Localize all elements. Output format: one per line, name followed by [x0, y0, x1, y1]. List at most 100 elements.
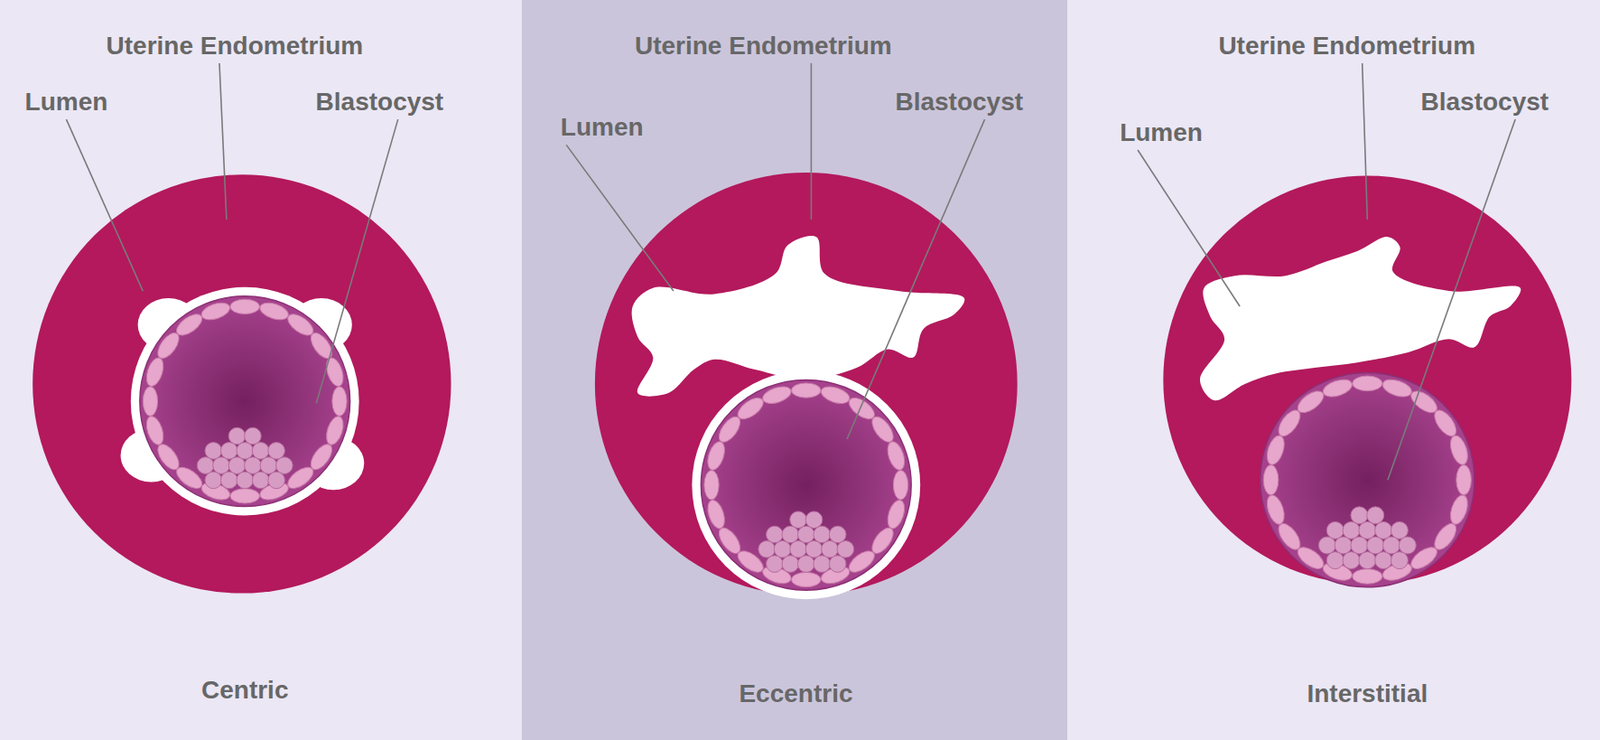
trophoblast-cell — [790, 382, 821, 398]
inner-cell-mass-cell — [251, 442, 270, 460]
trophoblast-cell — [1430, 406, 1461, 440]
trophoblast-cell — [1352, 375, 1383, 391]
leader-line — [846, 119, 986, 439]
endometrium-circle — [595, 172, 1018, 596]
trophoblast-cell — [818, 382, 852, 407]
trophoblast-cell — [790, 571, 821, 587]
inner-cell-mass-cell — [813, 525, 831, 543]
trophoblast-cell — [1293, 386, 1328, 417]
leader-line — [566, 144, 674, 291]
inner-cell-mass-cell — [766, 525, 784, 543]
trophoblast-cell — [323, 413, 347, 447]
leader-line — [65, 119, 143, 291]
trophoblast-cell — [884, 438, 909, 472]
trophoblast-cell — [1447, 493, 1471, 527]
inner-cell-mass-cell — [828, 555, 847, 573]
inner-cell-mass-cell — [244, 427, 262, 445]
endometrium-circle — [1162, 175, 1572, 584]
panel-background — [1069, 0, 1600, 740]
part-label: Uterine Endometrium — [1218, 31, 1476, 61]
trophoblast-cell — [153, 440, 183, 474]
inner-cell-mass-cell — [1390, 551, 1408, 569]
trophoblast-cell — [1264, 493, 1288, 527]
trophoblast-cell — [715, 523, 745, 557]
inner-cell-mass-cell — [196, 456, 214, 475]
leader-line — [316, 119, 398, 403]
inner-cell-mass-cell — [758, 539, 776, 558]
trophoblast-cell — [199, 299, 233, 324]
leader-line — [1137, 149, 1240, 307]
blastocoel — [139, 296, 351, 507]
inner-cell-mass-cell — [1390, 520, 1408, 539]
inner-cell-mass-cell — [1367, 536, 1385, 554]
inner-cell-mass-cell — [790, 539, 808, 558]
trophoblast-cell — [893, 470, 908, 501]
inner-cell-mass-cell — [781, 525, 800, 543]
trophoblast-cell — [704, 470, 719, 501]
inner-cell-mass-cell — [268, 442, 286, 460]
inner-cell-mass-cell — [828, 525, 847, 543]
inner-cell-mass-cell — [766, 555, 784, 573]
inner-cell-mass-cell — [236, 442, 254, 460]
inner-cell-mass-cell — [276, 456, 294, 475]
part-label: Uterine Endometrium — [106, 31, 364, 61]
trophoblast-cell — [884, 497, 909, 531]
inner-cell-mass-cell — [1358, 520, 1377, 539]
inner-cell-mass-cell — [1350, 506, 1368, 524]
trophoblast-cell — [1320, 376, 1355, 400]
blastocoel — [1260, 372, 1475, 587]
blastocyst — [1260, 372, 1475, 587]
trophoblast-cell — [1456, 465, 1472, 495]
leader-group — [65, 63, 1516, 480]
panel-title: Interstitial — [1306, 679, 1428, 708]
blastocyst — [691, 370, 921, 599]
inner-cell-mass-cell — [781, 555, 800, 573]
inner-cell-mass-cell — [797, 555, 815, 573]
blastocoel — [700, 379, 912, 590]
inner-cell-mass-cell — [1334, 536, 1352, 554]
zona-ring — [130, 287, 360, 516]
part-label: Lumen — [560, 112, 644, 142]
inner-cell-mass-cell — [251, 471, 270, 489]
part-label: Uterine Endometrium — [634, 31, 893, 61]
inner-cell-mass-cell — [220, 442, 238, 460]
inner-cell-mass-cell — [805, 539, 823, 558]
inner-cell-mass-cell — [1375, 520, 1393, 539]
inner-cell-mass-cell — [228, 456, 246, 475]
inner-cell-mass-cell — [821, 539, 839, 558]
leader-line — [1387, 119, 1516, 480]
inner-cell-mass-cell — [1326, 520, 1344, 539]
inner-cell-mass-cell — [1342, 520, 1360, 539]
trophoblast-cell — [704, 438, 728, 472]
trophoblast-cell — [760, 382, 793, 407]
trophoblast-cell — [1447, 433, 1471, 467]
panel-background — [521, 0, 1068, 740]
inner-cell-mass-cell — [204, 442, 223, 460]
trophoblast-cell — [143, 413, 168, 447]
trophoblast-cell — [173, 309, 206, 339]
inner-cell-mass-cell — [1326, 551, 1344, 569]
trophoblast-cell — [323, 355, 347, 389]
trophoblast-cell — [258, 299, 291, 324]
endometrium-circle — [32, 174, 451, 593]
panel-title: Centric — [201, 675, 289, 705]
inner-cell-mass-cell — [773, 539, 791, 558]
inner-cell-mass-cell — [1350, 536, 1368, 554]
endometrium-group — [32, 172, 1572, 596]
inner-cell-mass-cell — [1342, 551, 1360, 569]
trophoblast-cell — [734, 393, 767, 423]
inner-cell-mass-cell — [268, 471, 286, 489]
zona-ring — [691, 370, 921, 599]
inner-cell-mass-cell — [1318, 536, 1336, 554]
part-label: Blastocyst — [1420, 87, 1549, 117]
part-label: Blastocyst — [316, 87, 445, 117]
trophoblast-cell — [230, 298, 261, 314]
trophoblast-cell — [332, 386, 347, 417]
inner-cell-mass-cell — [1358, 551, 1377, 569]
trophoblast-cell — [1274, 520, 1304, 554]
inner-cell-mass-cell — [1398, 536, 1416, 554]
